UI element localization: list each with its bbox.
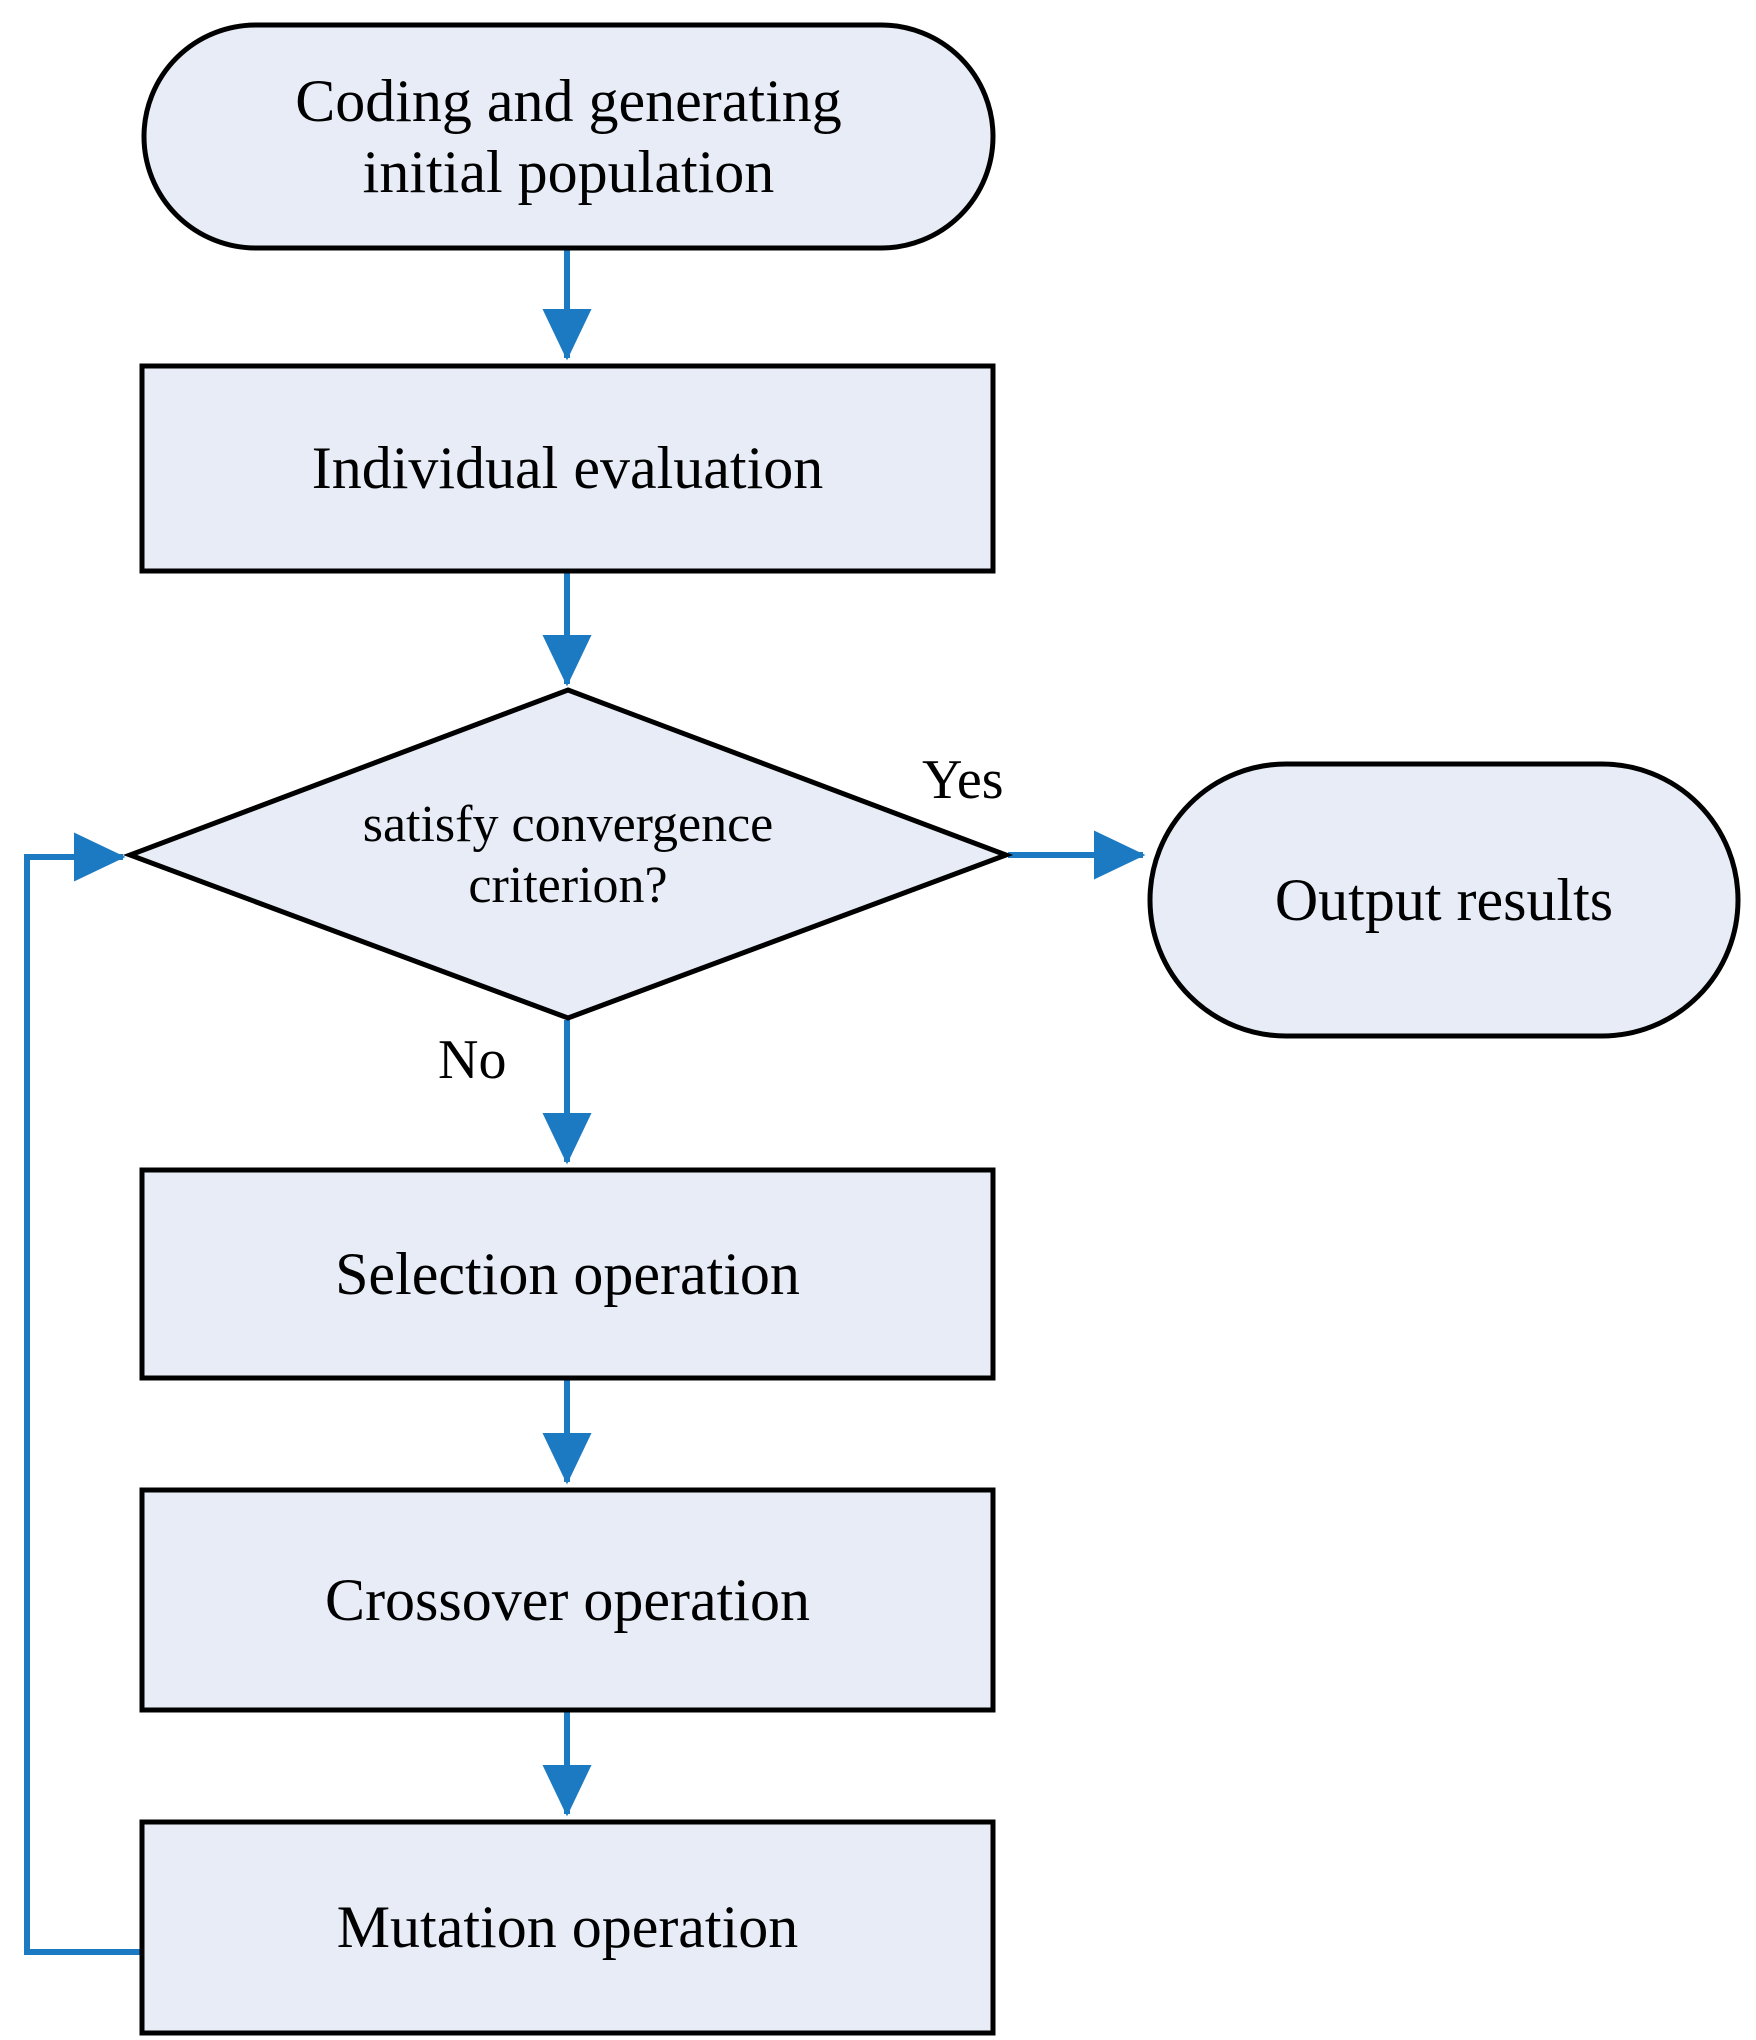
- node-shapes: [122, 22, 1741, 2036]
- node-shape-output[interactable]: [1147, 761, 1741, 1039]
- node-shape-start[interactable]: [141, 22, 996, 251]
- connectors: [24, 250, 1146, 1955]
- node-shape-mutation[interactable]: [139, 1819, 996, 2036]
- node-shape-decision[interactable]: [122, 687, 1014, 1021]
- node-shape-crossover[interactable]: [139, 1487, 996, 1713]
- edge-mutation-to-decision-feedback: [24, 832, 140, 1955]
- node-shape-evaluation[interactable]: [139, 363, 996, 574]
- node-shape-selection[interactable]: [139, 1167, 996, 1381]
